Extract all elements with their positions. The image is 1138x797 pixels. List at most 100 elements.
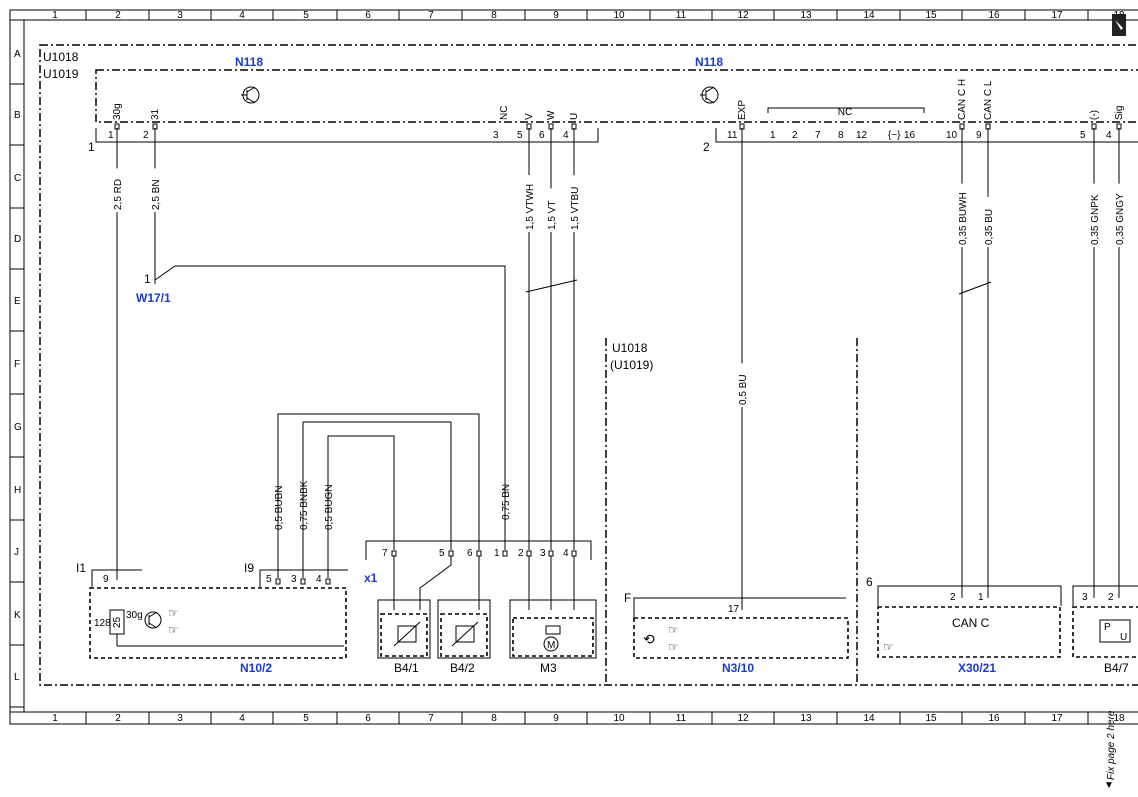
connector-1-bar	[95, 128, 599, 143]
n10-2-label: N10/2	[240, 661, 272, 675]
grid-row-label: D	[14, 234, 21, 245]
transistor-icon	[144, 611, 162, 629]
grid-row-label: B	[14, 110, 21, 121]
hand-pointer-icon: ☞	[883, 640, 894, 654]
pin-number: 5	[1080, 130, 1086, 141]
grid-col-label: 5	[303, 713, 309, 724]
grid-col-label: 10	[613, 713, 625, 724]
x1-pin	[548, 550, 554, 557]
i9-pin	[275, 578, 281, 585]
hand-pointer-icon: ☞	[668, 640, 679, 654]
pin-signal: V	[524, 113, 535, 120]
motor-icon	[543, 636, 559, 652]
n3-10-pin: 17	[728, 604, 740, 615]
pin-number: 16	[904, 130, 916, 141]
x1-pin-number: 6	[467, 548, 473, 559]
connector-1-label: 1	[88, 140, 95, 154]
grid-col-label: 10	[613, 10, 625, 21]
pin-signal: CAN C L	[983, 80, 994, 120]
x1-pin-number: 3	[540, 548, 546, 559]
pin-nc-signal: NC	[499, 106, 510, 120]
fuse-value: 25	[112, 616, 123, 628]
wire-label: 0,35 GNPK	[1090, 194, 1101, 245]
grid-col-label: 5	[303, 10, 309, 21]
i9-pin-number: 5	[266, 574, 272, 585]
grid-col-label: 12	[737, 713, 749, 724]
grid-row-label: H	[14, 485, 21, 496]
pin-signal: (-)	[1089, 110, 1100, 120]
x1-pin	[502, 550, 508, 557]
u1018-label: U1018	[43, 50, 79, 64]
fuse-number: 128	[94, 618, 111, 629]
grid-col-label: 17	[1051, 713, 1063, 724]
x30-connector-label: 6	[866, 575, 873, 589]
pin-number: 8	[838, 130, 844, 141]
wire-label: 1,5 VT	[547, 201, 558, 230]
grid-col-label: 11	[676, 10, 687, 21]
b4-7-pin-2: 2	[1108, 592, 1114, 603]
grid-col-label: 14	[863, 713, 875, 724]
i9-label: I9	[244, 561, 254, 575]
b4-2-label: B4/2	[450, 661, 475, 675]
x1-pin	[526, 550, 532, 557]
grid-col-label: 15	[925, 10, 937, 21]
m3-label: M3	[540, 661, 557, 675]
page-arrow-icon[interactable]: ▼	[1104, 780, 1114, 791]
x1-pin	[448, 550, 454, 557]
pin-number: 6	[539, 130, 545, 141]
wire-label: 2,5 BN	[151, 179, 162, 210]
x30-pin-2: 2	[950, 592, 956, 603]
footer-note: Fix page 2 here	[1106, 710, 1117, 780]
pin-number: 7	[815, 130, 821, 141]
pin-number: 3	[493, 130, 499, 141]
grid-col-label: 6	[365, 713, 371, 724]
grid-col-label: 13	[800, 10, 812, 21]
rotation-icon: ⟲	[643, 631, 655, 647]
pin-number: 9	[976, 130, 982, 141]
twist-mark	[525, 279, 578, 293]
wire-label: 1,5 VTWH	[525, 184, 536, 230]
pressure-sensor-icon-u: U	[1120, 632, 1127, 643]
grid-col-label: 14	[863, 10, 875, 21]
nc-bracket	[767, 107, 925, 113]
grid-col-label: 1	[52, 713, 58, 724]
wire-label: 0,5 BUBN	[274, 486, 285, 530]
pin-number: 11	[727, 130, 738, 141]
pin-number: 12	[856, 130, 868, 141]
i9-pin-number: 4	[316, 574, 322, 585]
grid-col-label: 2	[115, 10, 121, 21]
grid-col-label: 13	[800, 713, 812, 724]
grid-col-label: 11	[676, 713, 687, 724]
grid-col-label: 7	[428, 10, 434, 21]
x1-connector-bar	[365, 540, 592, 560]
pin-signal: Sig	[1114, 106, 1125, 120]
pin-signal: W	[546, 110, 557, 120]
grid-col-label: 9	[553, 713, 559, 724]
grid-row-label: G	[14, 422, 22, 433]
u1018-inner-label: U1018	[612, 341, 648, 355]
sensor-icon	[397, 625, 417, 643]
grid-col-label: 16	[988, 713, 1000, 724]
sensor-icon	[455, 625, 475, 643]
can-c-label: CAN C	[952, 616, 990, 630]
grid-col-label: 1	[52, 10, 58, 21]
grid-col-label: 16	[988, 10, 1000, 21]
n3-10-box	[633, 617, 849, 659]
grid-col-label: 7	[428, 713, 434, 724]
pencil-icon[interactable]	[1112, 14, 1126, 36]
wire-label: 0,5 BU	[738, 374, 749, 405]
grid-col-label: 4	[239, 10, 245, 21]
pin-signal: 30g	[112, 103, 123, 120]
grid-col-label: 3	[177, 10, 183, 21]
nc-gap: {~}	[888, 130, 901, 141]
fuse-signal: 30g	[126, 610, 143, 621]
pin-signal: U	[569, 113, 580, 120]
transistor-icon	[241, 86, 260, 104]
grid-col-label: 2	[115, 713, 121, 724]
x1-pin-number: 7	[382, 548, 388, 559]
grid-row-label: L	[14, 672, 20, 683]
wire-label: 0,75 BNBK	[299, 480, 310, 530]
